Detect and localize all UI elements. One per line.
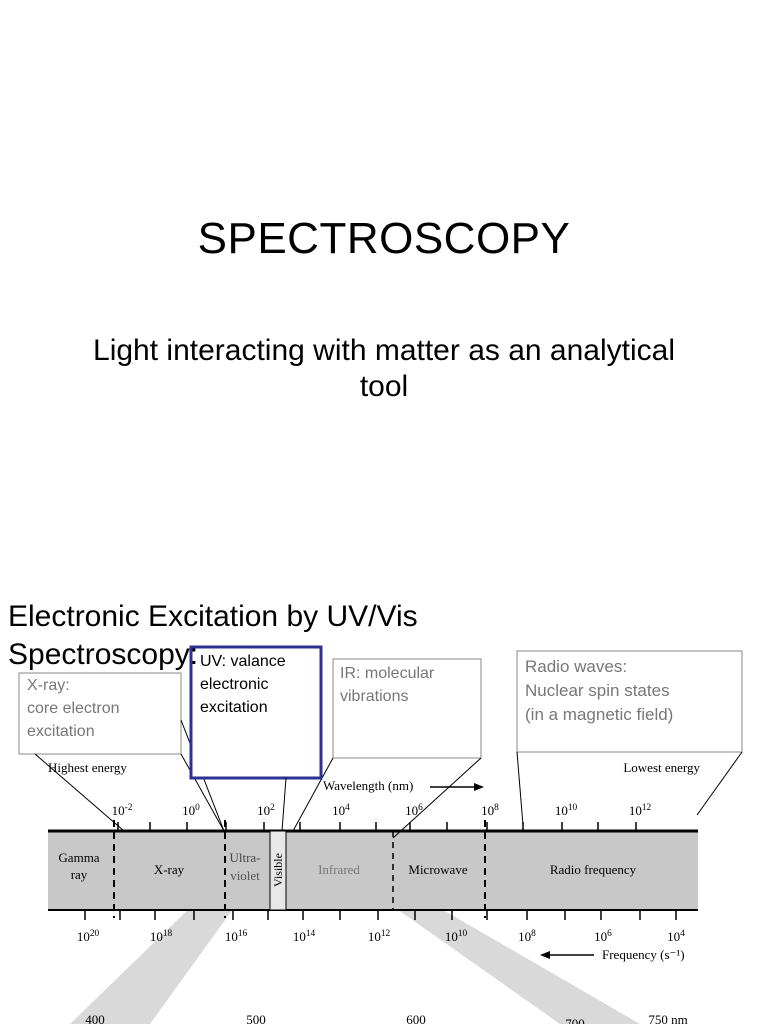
wavelength-axis-label: Wavelength (nm) <box>323 778 413 793</box>
visible-scale-label: 400 <box>85 1012 105 1024</box>
wavelength-tick-label: 10-2 <box>112 803 133 818</box>
xray-callout-box <box>18 672 182 755</box>
region-gamma-label-2: ray <box>71 867 88 882</box>
wavelength-tick-label: 106 <box>405 803 423 818</box>
ir-callout-text: IR: molecular vibrations <box>340 665 435 705</box>
region-radio-label: Radio frequency <box>550 862 637 877</box>
uv-callout-box <box>189 645 323 780</box>
wavelength-tick-label: 100 <box>182 803 200 818</box>
region-uv-label-2: violet <box>230 868 260 883</box>
visible-scale-label: 500 <box>246 1012 266 1024</box>
frequency-tick-marks <box>84 910 677 920</box>
lowest-energy-label: Lowest energy <box>623 760 700 775</box>
region-gamma-label: Gamma <box>58 850 99 865</box>
highest-energy-label: Highest energy <box>48 760 127 775</box>
frequency-tick-label: 1016 <box>225 929 248 944</box>
radio-callout-text: Radio waves: Nuclear spin states (in a m… <box>525 657 674 724</box>
frequency-tick-label: 1020 <box>77 929 100 944</box>
region-uv-label: Ultra- <box>229 850 260 865</box>
wavelength-tick-label: 1012 <box>629 803 652 818</box>
frequency-tick-label: 104 <box>667 929 685 944</box>
visible-scale-label: 700 <box>565 1016 585 1024</box>
frequency-tick-label: 108 <box>518 929 536 944</box>
frequency-tick-label: 1018 <box>150 929 173 944</box>
visible-scale-label: 600 <box>406 1012 426 1024</box>
wavelength-tick-label: 102 <box>257 803 275 818</box>
frequency-tick-label: 106 <box>594 929 612 944</box>
wavelength-tick-label: 104 <box>332 803 350 818</box>
visible-scale-label: 750 nm <box>648 1012 687 1024</box>
spectrum-band <box>48 831 698 910</box>
frequency-tick-label: 1012 <box>368 929 391 944</box>
uv-callout-text: UV: valance electronic excitation <box>200 653 286 716</box>
region-infrared-label: Infrared <box>318 862 360 877</box>
frequency-tick-label: 1010 <box>445 929 468 944</box>
visible-band <box>269 830 287 911</box>
region-microwave-label: Microwave <box>408 862 467 877</box>
wavelength-tick-label: 1010 <box>555 803 578 818</box>
section-heading: Electronic Excitation by UV/Vis Spectros… <box>8 600 418 671</box>
radio-callout-box <box>516 650 743 753</box>
frequency-tick-label: 1014 <box>293 929 316 944</box>
region-xray-label: X-ray <box>154 862 185 877</box>
frequency-axis-label: Frequency (s⁻¹) <box>602 947 685 962</box>
ir-callout-box <box>332 658 482 759</box>
wavelength-tick-label: 108 <box>481 803 499 818</box>
page-subtitle: Light interacting with matter as an anal… <box>93 334 675 403</box>
wavelength-tick-marks <box>117 822 637 831</box>
page-title: SPECTROSCOPY <box>197 214 571 263</box>
xray-callout-text: X-ray: core electron excitation <box>27 677 120 740</box>
region-visible-label: Visible <box>271 853 285 887</box>
